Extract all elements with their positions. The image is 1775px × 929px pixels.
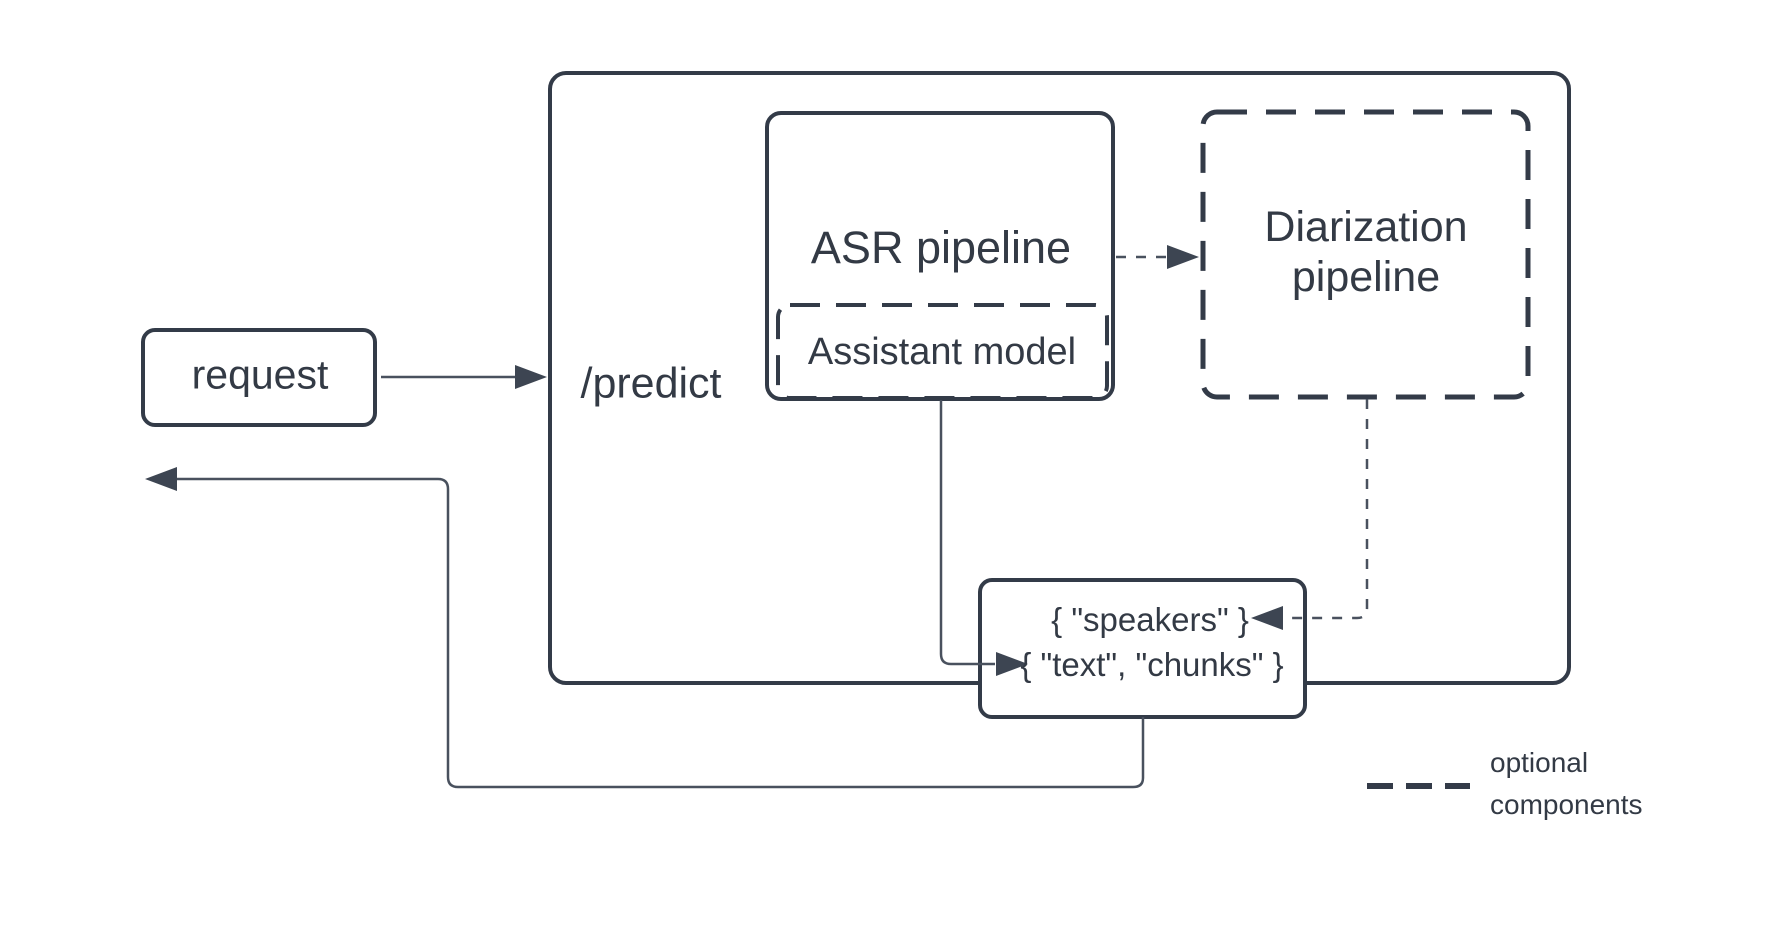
legend-optional-components: optional components [1490,742,1643,826]
diarization-to-output-arrowhead [1251,606,1283,630]
diarization-label-line-1: Diarization [1264,203,1468,251]
assistant-to-output-arrowhead [996,652,1028,676]
legend-label-line-1: optional [1490,747,1589,778]
request-to-predict-arrowhead [515,365,547,389]
asr-pipeline-label: ASR pipeline [810,222,1072,274]
diarization-label-line-2: pipeline [1291,253,1441,301]
diarization-box-outline [1200,109,1531,400]
assistant-to-output-connector [939,400,995,666]
assistant-model-label: Assistant model [807,331,1077,374]
response-return-arrowhead [145,467,177,491]
request-box-outline [141,328,377,427]
diarization-pipeline-label: Diarization pipeline [1264,202,1467,302]
request-label: request [191,351,329,398]
predict-endpoint-label: /predict [580,359,722,408]
output-text-chunks-label: { "text", "chunks" } [1020,646,1284,684]
asr-to-diarization-arrowhead [1167,245,1199,269]
output-speakers-label: { "speakers" } [1051,601,1249,639]
assistant-model-box-outline [776,303,1109,400]
diarization-to-output-connector [1287,399,1369,620]
response-return-arrow [177,477,1145,789]
legend-label-line-2: components [1490,789,1643,820]
